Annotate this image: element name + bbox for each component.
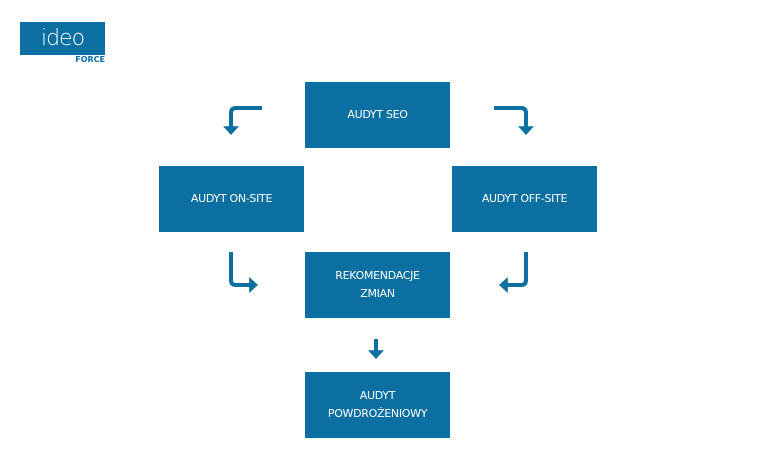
logo-text: ideo [40, 26, 85, 51]
arrow-offsite-to-rekomendacje [499, 252, 528, 293]
logo: ideo [20, 22, 105, 55]
logo-subtitle: FORCE [75, 55, 105, 64]
node-rekomendacje-zmian: REKOMENDACJE ZMIAN [305, 252, 450, 318]
node-audyt-off-site: AUDYT OFF-SITE [452, 166, 597, 232]
node-audyt-seo: AUDYT SEO [305, 82, 450, 148]
arrow-onsite-to-rekomendacje [229, 252, 258, 293]
node-audyt-on-site: AUDYT ON-SITE [159, 166, 304, 232]
arrow-seo-to-offsite [494, 106, 534, 135]
arrow-seo-to-onsite [223, 106, 262, 135]
node-audyt-powdrozeniowy: AUDYT POWDROŻENIOWY [305, 372, 450, 438]
